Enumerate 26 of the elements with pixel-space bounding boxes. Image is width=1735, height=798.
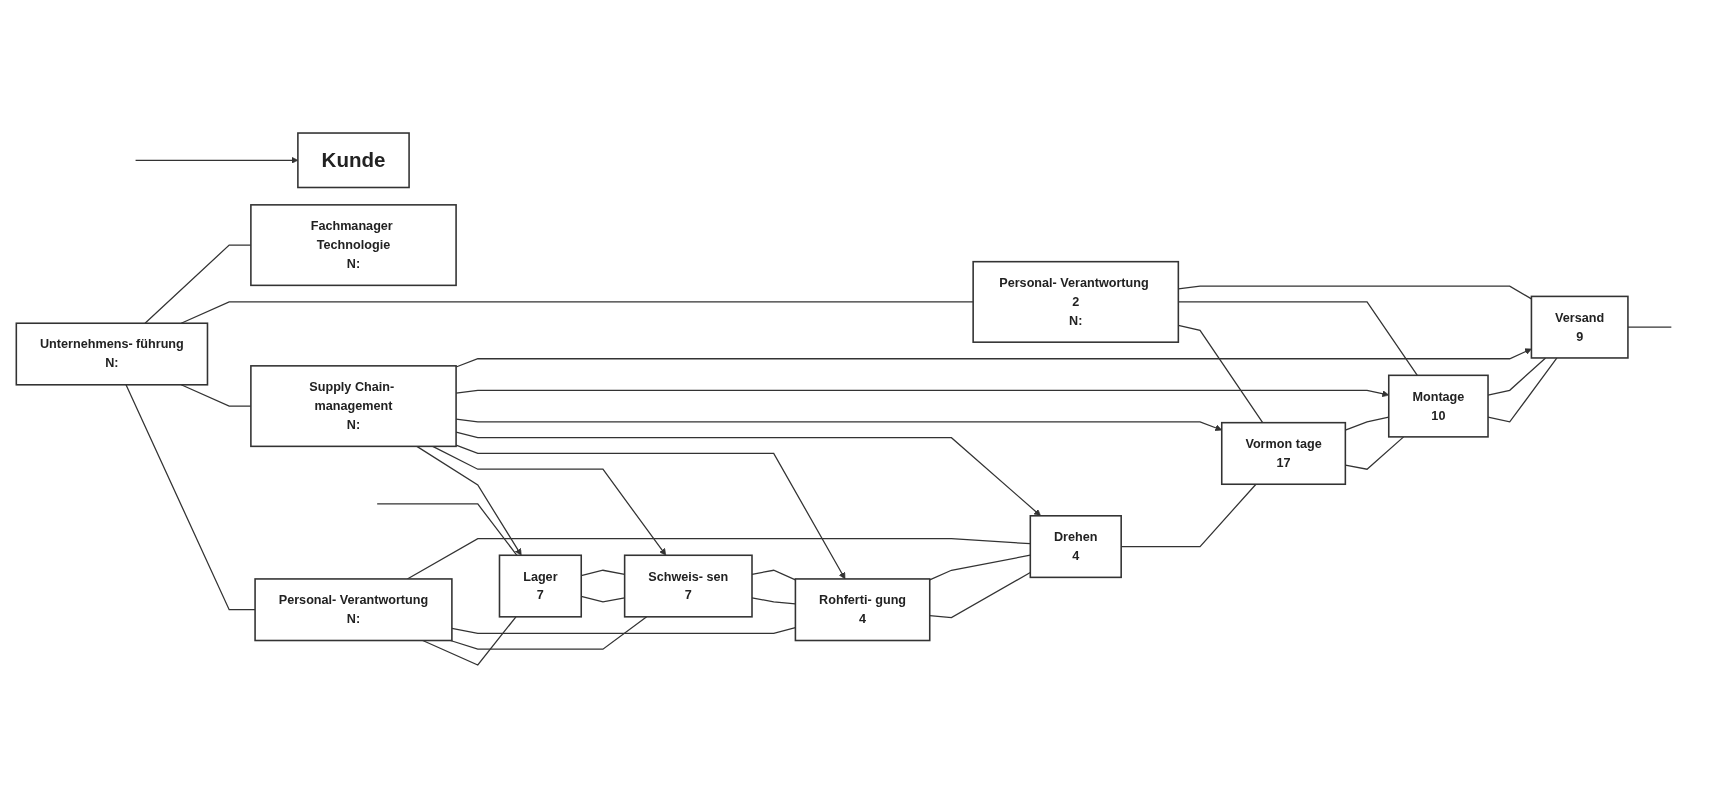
node-box: Montage 10	[1387, 374, 1489, 438]
arrow	[432, 445, 667, 556]
arrow	[455, 444, 846, 580]
node-box: Rohferti- gung 4	[794, 578, 931, 642]
connector	[449, 616, 648, 650]
connector	[376, 503, 518, 556]
connector	[929, 571, 1031, 619]
node-box: Kunde	[297, 132, 410, 189]
connector	[422, 616, 517, 666]
connector	[1627, 326, 1672, 328]
node-box: Unternehmens- führung N:	[15, 322, 209, 386]
arrow	[416, 445, 522, 556]
connector	[125, 384, 256, 611]
node-box: Drehen 4	[1029, 515, 1122, 579]
connector	[406, 538, 1031, 580]
node-box: Versand 9	[1530, 295, 1629, 359]
node-box: Personal- Verantwortung N:	[254, 578, 453, 642]
node-box: Schweis- sen 7	[623, 554, 753, 618]
arrow	[455, 348, 1532, 368]
connector	[929, 554, 1031, 581]
node-box: Supply Chain- management N:	[250, 365, 457, 448]
node-box: Fachmanager Technologie N:	[250, 204, 457, 287]
connector	[180, 301, 974, 324]
node-box: Personal- Verantwortung 2 N:	[972, 260, 1180, 343]
node-box: Lager 7	[498, 554, 582, 618]
node-box: Vormon tage 17	[1220, 421, 1347, 486]
